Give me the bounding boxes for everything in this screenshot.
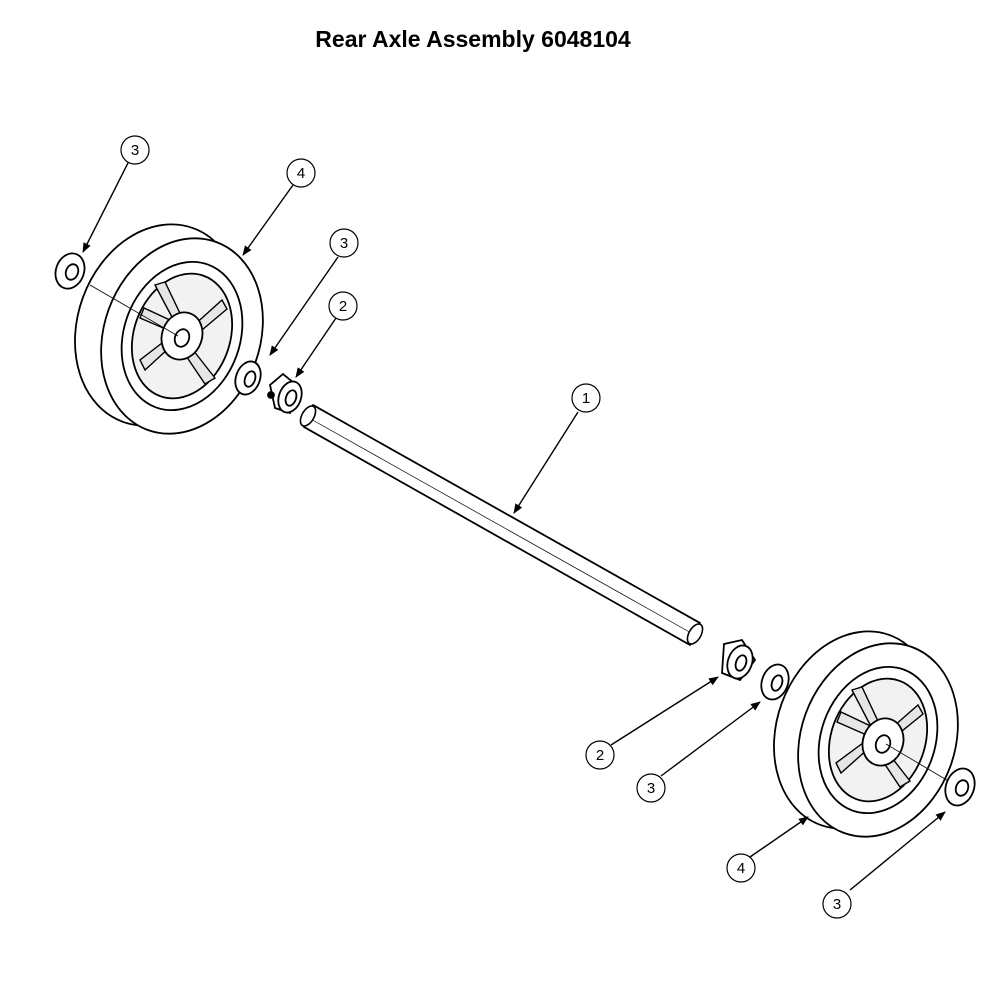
svg-text:3: 3 bbox=[647, 780, 655, 797]
leader-line bbox=[513, 411, 579, 514]
leader-line bbox=[749, 816, 809, 858]
axle-shaft bbox=[299, 403, 704, 647]
callout-balloon: 4 bbox=[286, 158, 316, 188]
callout-balloon: 1 bbox=[571, 383, 601, 413]
leader-line bbox=[242, 184, 294, 256]
svg-text:1: 1 bbox=[582, 390, 590, 407]
right-outer-washer bbox=[944, 767, 976, 807]
left-shaft-collar bbox=[267, 372, 303, 415]
callout-balloon: 3 bbox=[329, 228, 359, 258]
leader-line bbox=[849, 811, 946, 891]
right-shaft-collar bbox=[721, 638, 757, 682]
svg-text:2: 2 bbox=[339, 298, 347, 315]
title-text: Rear Axle Assembly 6048104 bbox=[315, 26, 631, 52]
left-inner-washer bbox=[234, 360, 262, 396]
callout-balloons: 3 4 3 2 1 2 3 4 bbox=[120, 135, 852, 919]
callout-balloon: 3 bbox=[120, 135, 150, 165]
leader-line bbox=[269, 256, 339, 356]
callout-balloon: 4 bbox=[726, 853, 756, 883]
right-inner-washer bbox=[760, 663, 790, 701]
svg-text:4: 4 bbox=[737, 860, 745, 877]
leader-line bbox=[295, 317, 337, 378]
callout-balloon: 3 bbox=[822, 889, 852, 919]
leader-line bbox=[610, 676, 719, 746]
svg-text:3: 3 bbox=[340, 235, 348, 252]
callout-balloon: 2 bbox=[328, 291, 358, 321]
leader-line bbox=[660, 701, 761, 777]
svg-text:3: 3 bbox=[131, 142, 139, 159]
left-outer-washer bbox=[54, 252, 86, 290]
page-title: Rear Axle Assembly 6048104 bbox=[0, 26, 946, 53]
leader-lines bbox=[82, 162, 946, 891]
svg-text:4: 4 bbox=[297, 165, 305, 182]
right-wheel bbox=[773, 630, 959, 838]
svg-text:3: 3 bbox=[833, 896, 841, 913]
callout-balloon: 2 bbox=[585, 740, 615, 770]
svg-text:2: 2 bbox=[596, 747, 604, 764]
leader-line bbox=[82, 162, 129, 253]
left-wheel bbox=[74, 223, 264, 435]
callout-balloon: 3 bbox=[636, 773, 666, 803]
